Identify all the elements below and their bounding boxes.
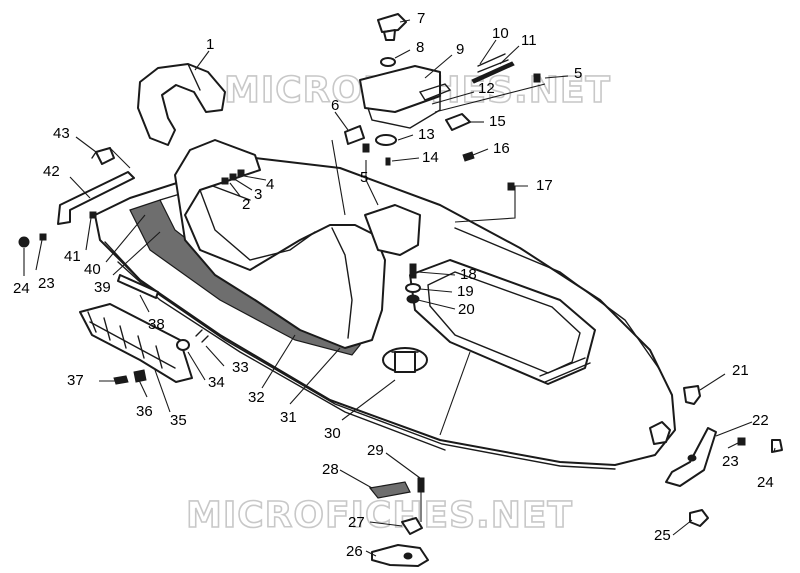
- rail-part-38: [117, 274, 159, 299]
- washer-part-19: [405, 283, 421, 293]
- screw-part-23-right: [737, 437, 746, 446]
- screw-part-29: [417, 477, 425, 493]
- seal-part-13: [375, 134, 397, 146]
- callout-17: 17: [536, 177, 553, 194]
- callout-31: 31: [280, 409, 297, 426]
- screw-part-36: [133, 369, 147, 383]
- screw-part-16: [462, 151, 475, 162]
- pin-part-33: [195, 329, 209, 343]
- cap-part-24-left: [18, 236, 30, 248]
- bumper-part-22: [665, 427, 717, 487]
- callout-12: 12: [478, 80, 495, 97]
- rear-stern-cowl: [364, 204, 421, 256]
- latch-part-15: [445, 113, 471, 131]
- callout-36: 36: [136, 403, 153, 420]
- bow-eye-part: [649, 421, 671, 445]
- callout-27: 27: [348, 514, 365, 531]
- bracket-part-6: [344, 125, 365, 145]
- callout-6: 6: [331, 97, 339, 114]
- callout-1: 1: [206, 36, 214, 53]
- screw-part-23-left: [39, 233, 47, 241]
- bracket-part-43: [91, 147, 115, 165]
- callout-35: 35: [170, 412, 187, 429]
- fastener-part-3: [229, 173, 237, 181]
- nut-part-20: [406, 294, 420, 304]
- callout-24-left: 24: [13, 280, 30, 297]
- callout-20: 20: [458, 301, 475, 318]
- callout-8: 8: [416, 39, 424, 56]
- callout-21: 21: [732, 362, 749, 379]
- fuel-cap-assembly: [382, 347, 428, 373]
- decal-part-28: [368, 481, 411, 499]
- callout-10: 10: [492, 25, 509, 42]
- callout-29: 29: [367, 442, 384, 459]
- callout-3: 3: [254, 186, 262, 203]
- screw-part-17: [507, 182, 515, 191]
- screw-part-14: [385, 157, 391, 166]
- callout-19: 19: [457, 283, 474, 300]
- callout-16: 16: [493, 140, 510, 157]
- watermark-bottom: MICROFICHES.NET: [186, 495, 573, 536]
- cap-part-21: [683, 385, 701, 405]
- callout-40: 40: [84, 261, 101, 278]
- callout-38: 38: [148, 316, 165, 333]
- callout-23-right: 23: [722, 453, 739, 470]
- latch-plate-part-12: [418, 83, 452, 101]
- callout-14: 14: [422, 149, 439, 166]
- callout-43: 43: [53, 125, 70, 142]
- screw-part-37: [113, 375, 129, 385]
- bracket-part-26: [371, 544, 429, 567]
- callout-34: 34: [208, 374, 225, 391]
- callout-15: 15: [489, 113, 506, 130]
- callout-5-top: 5: [574, 65, 582, 82]
- callout-labels: 1 2 3 4 5 6 7 8 9 10 11 12 13 14 15 16 1…: [13, 10, 774, 560]
- callout-5-mid: 5: [360, 169, 368, 186]
- callout-30: 30: [324, 425, 341, 442]
- front-storage-hatch: [409, 259, 596, 385]
- callout-9: 9: [456, 41, 464, 58]
- callout-7: 7: [417, 10, 425, 27]
- handle-pole-part-1: [137, 63, 226, 146]
- callout-23-left: 23: [38, 275, 55, 292]
- rub-rail-part-35: [79, 303, 193, 383]
- callout-24-right: 24: [757, 474, 774, 491]
- plate-part-27: [401, 517, 423, 535]
- callout-28: 28: [322, 461, 339, 478]
- callout-37: 37: [67, 372, 84, 389]
- screw-part-5a: [533, 73, 541, 83]
- callout-39: 39: [94, 279, 111, 296]
- fastener-part-2: [221, 177, 229, 185]
- callout-42: 42: [43, 163, 60, 180]
- nut-part-25: [689, 509, 709, 527]
- seat-assembly: [174, 139, 386, 349]
- callout-25: 25: [654, 527, 671, 544]
- screw-part-5b: [362, 143, 370, 153]
- callout-18: 18: [460, 266, 477, 283]
- callout-22: 22: [752, 412, 769, 429]
- callout-13: 13: [418, 126, 435, 143]
- callout-33: 33: [232, 359, 249, 376]
- callout-41: 41: [64, 248, 81, 265]
- bolt-part-18: [409, 263, 417, 279]
- grommet-part-34: [176, 339, 190, 351]
- strap-part-10: [477, 53, 509, 73]
- washer-part-8: [380, 57, 396, 67]
- rod-part-11: [471, 61, 515, 84]
- callout-26: 26: [346, 543, 363, 560]
- callout-32: 32: [248, 389, 265, 406]
- fastener-part-41: [89, 211, 97, 219]
- callout-2: 2: [242, 196, 250, 213]
- callout-11: 11: [521, 32, 537, 49]
- leader-lines: [23, 19, 776, 557]
- knob-part-7: [377, 13, 407, 41]
- fastener-part-4: [237, 169, 245, 177]
- callout-4: 4: [266, 176, 274, 193]
- cap-part-24-right: [771, 439, 783, 453]
- handle-rail-part-42: [57, 171, 135, 225]
- hatch-cover-part-9: [359, 65, 441, 129]
